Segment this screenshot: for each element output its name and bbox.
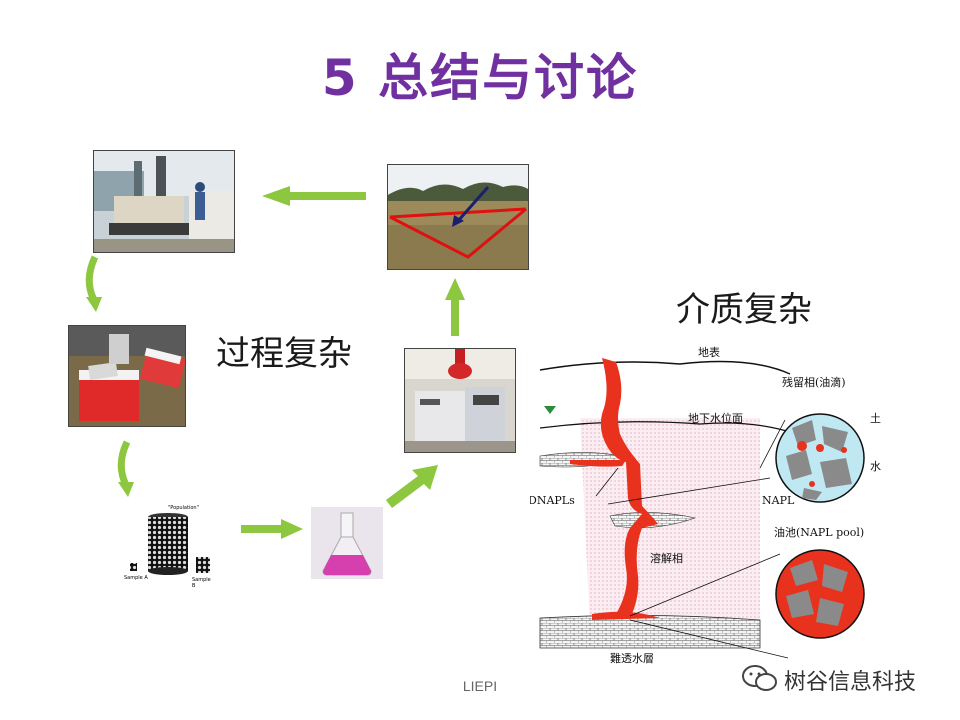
curved-arrow-down-icon <box>85 255 102 312</box>
dissolved-phase-label: 溶解相 <box>650 551 683 565</box>
footer-text: LIEPI <box>462 678 498 694</box>
sample-a-label: Sample A <box>124 575 148 581</box>
sample-b-label: Sample B <box>192 577 211 589</box>
residual-phase-label: 残留相(油滴) <box>782 375 846 389</box>
population-label: "Population" <box>168 505 199 511</box>
surface-label: 地表 <box>698 345 720 359</box>
sample-population-diagram: "Population" Sample A Sample B <box>122 505 214 589</box>
watermark-text: 树谷信息科技 <box>784 670 917 695</box>
medium-complex-label: 介质复杂 <box>676 290 812 330</box>
arrow-right-icon <box>241 519 303 539</box>
soil-label: 土 <box>870 412 881 425</box>
water-label: 水 <box>870 460 881 473</box>
wechat-icon <box>740 662 780 694</box>
slide-title: 5 总结与讨论 <box>321 49 639 107</box>
curved-arrow-down-icon-2 <box>117 440 134 497</box>
flask-photo <box>311 507 383 579</box>
lab-instrument-photo <box>404 348 516 453</box>
subsurface-diagram: 地表 地下水位面 残留相(油滴) 土 水 NAPL DNAPLs 溶解相 油池(… <box>528 328 892 676</box>
process-complex-label: 过程复杂 <box>216 334 352 374</box>
arrow-up-right-icon <box>386 465 438 508</box>
sample-cooler-photo <box>68 325 186 427</box>
dnapls-label: DNAPLs <box>530 494 575 507</box>
napl-label: NAPL <box>762 494 795 507</box>
drilling-rig-photo <box>93 150 235 253</box>
aquitard-label: 難透水層 <box>610 652 654 665</box>
arrow-up-icon <box>445 278 465 336</box>
field-site-photo <box>387 164 529 270</box>
arrow-left-icon <box>262 186 366 206</box>
water-table-label: 地下水位面 <box>688 411 743 425</box>
napl-pool-label: 油池(NAPL pool) <box>774 525 864 539</box>
